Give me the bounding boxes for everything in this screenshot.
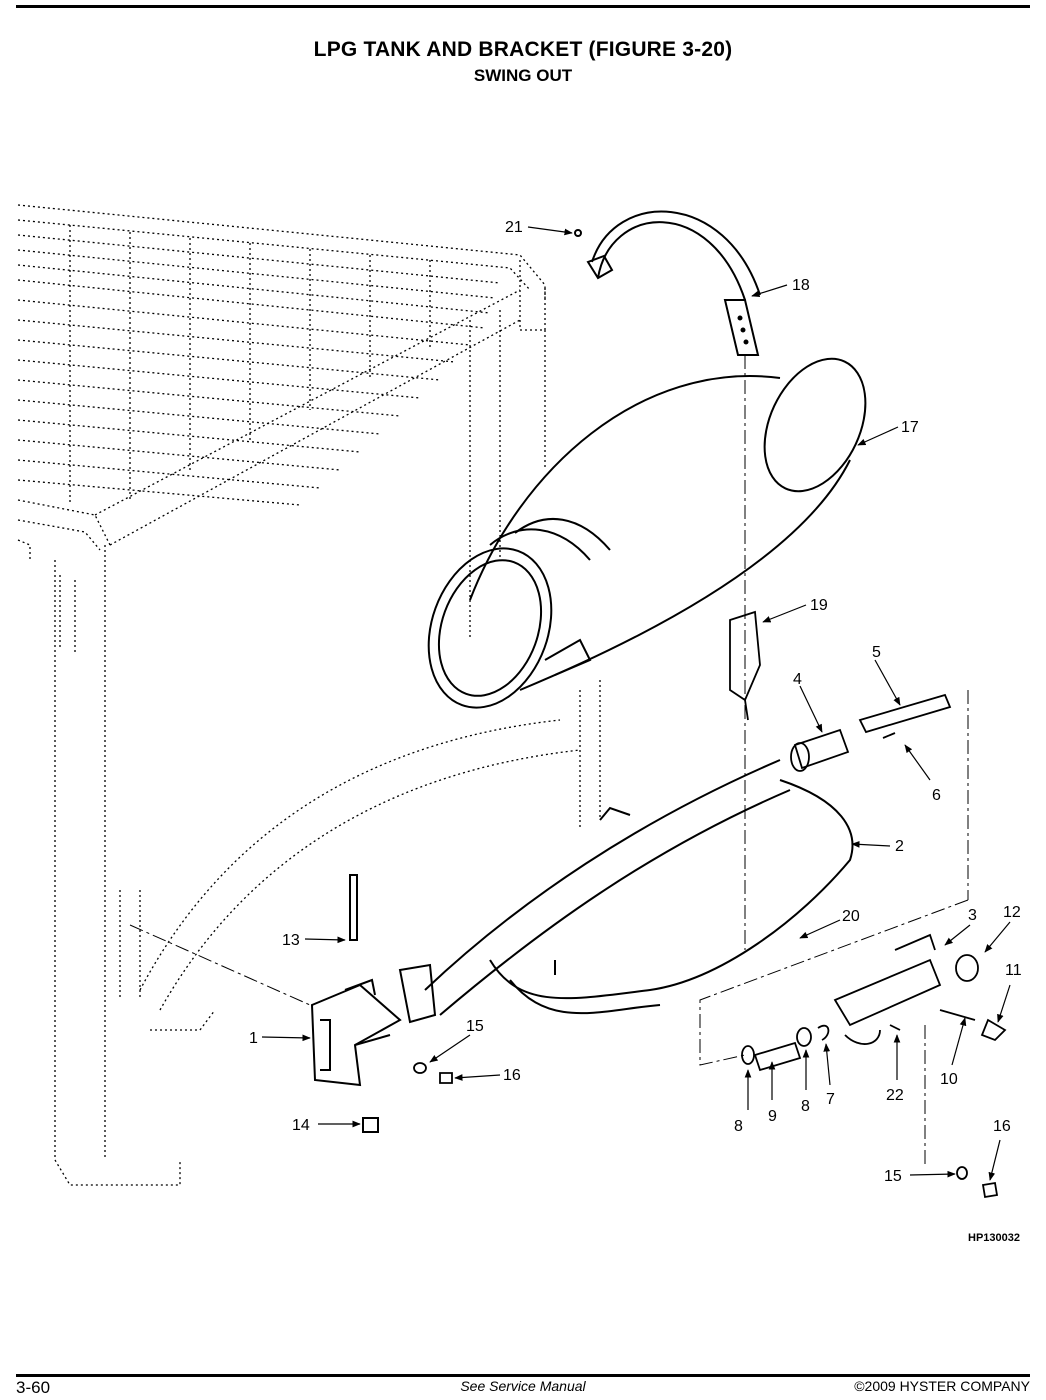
callout-2: 2 <box>895 838 904 855</box>
latch-assembly <box>413 933 1007 1199</box>
callout-6: 6 <box>932 787 941 804</box>
mount-bracket <box>310 874 402 1133</box>
callout-14: 14 <box>292 1117 310 1134</box>
figure-code: HP130032 <box>968 1232 1020 1244</box>
callout-4: 4 <box>793 671 802 688</box>
page-title: LPG TANK AND BRACKET (FIGURE 3-20) <box>313 38 733 61</box>
callout-leaders <box>261 226 1011 1181</box>
pivot-parts <box>790 693 952 772</box>
callout-3: 3 <box>968 907 977 924</box>
copyright: ©2009 HYSTER COMPANY <box>854 1378 1030 1394</box>
callout-20: 20 <box>842 908 860 925</box>
callout-8-right: 8 <box>801 1098 810 1115</box>
callout-8-left: 8 <box>734 1118 743 1135</box>
assembly-centerlines <box>129 355 969 1165</box>
callout-19: 19 <box>810 597 828 614</box>
callout-22: 22 <box>886 1087 904 1104</box>
page-number: 3-60 <box>16 1378 51 1397</box>
callout-10: 10 <box>940 1071 958 1088</box>
callout-13: 13 <box>282 932 300 949</box>
callout-15-right: 15 <box>884 1168 902 1185</box>
tank-strap <box>574 210 761 356</box>
strap-bracket <box>729 610 761 721</box>
callout-17: 17 <box>901 419 919 436</box>
top-rule <box>16 5 1030 8</box>
callout-21: 21 <box>505 219 523 236</box>
callout-7: 7 <box>826 1091 835 1108</box>
bottom-rule <box>16 1374 1030 1377</box>
callout-16-left: 16 <box>503 1067 521 1084</box>
truck-frame-phantom <box>17 204 601 1186</box>
callout-5: 5 <box>872 644 881 661</box>
callout-16-right: 16 <box>993 1118 1011 1135</box>
lpg-tank <box>427 357 867 709</box>
callout-1: 1 <box>249 1030 258 1047</box>
callout-11: 11 <box>1005 962 1022 979</box>
callout-18: 18 <box>792 277 810 294</box>
callout-12: 12 <box>1003 904 1021 921</box>
swing-arm <box>398 759 854 1024</box>
page-subtitle: SWING OUT <box>473 66 573 85</box>
footer-note: See Service Manual <box>460 1378 586 1394</box>
callout-15-left: 15 <box>466 1018 484 1035</box>
callout-9: 9 <box>768 1108 777 1125</box>
